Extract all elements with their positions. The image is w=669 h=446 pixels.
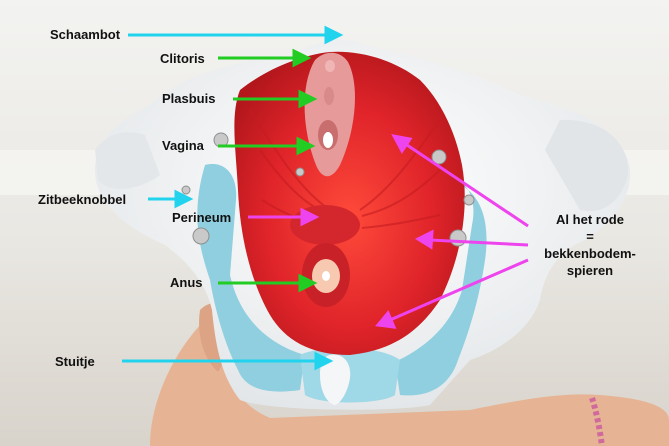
right-ligament: [395, 177, 487, 396]
bracelet: [589, 397, 605, 446]
label-zitbeenknobbel: Zitbeeknobbel: [38, 192, 127, 207]
note-line-2: =: [586, 229, 594, 244]
left-ligament: [197, 164, 305, 392]
magenta-arrows: [248, 133, 529, 329]
left-iliac-wing: [95, 132, 160, 190]
label-clitoris: Clitoris: [160, 51, 205, 66]
clitoris-shape: [325, 60, 335, 72]
anus-center: [322, 271, 330, 281]
pelvic-floor-muscles: [234, 51, 465, 355]
label-schaambot: Schaambot: [50, 27, 121, 42]
note-line-3: bekkenbodem-: [544, 246, 636, 261]
vagina-inner: [323, 132, 333, 148]
urethra-opening: [324, 87, 334, 105]
note-line-4: spieren: [566, 263, 614, 278]
cyan-arrows: [122, 25, 344, 371]
label-plasbuis: Plasbuis: [162, 91, 216, 106]
hand-shape: [150, 313, 669, 446]
label-anus: Anus: [170, 275, 203, 290]
label-perineum: Perineum: [172, 210, 232, 225]
green-arrows: [218, 48, 318, 293]
coccyx-shape: [320, 354, 351, 405]
pelvic-floor-note: Al het rode = bekkenbodem- spieren: [530, 211, 650, 279]
label-stuitje: Stuitje: [55, 354, 95, 369]
right-iliac-wing: [545, 119, 629, 212]
muscle-fibers-right: [359, 119, 446, 229]
note-line-1: Al het rode: [556, 212, 624, 227]
bolts: [181, 132, 475, 247]
label-vagina: Vagina: [162, 138, 204, 153]
vulva: [304, 52, 355, 177]
